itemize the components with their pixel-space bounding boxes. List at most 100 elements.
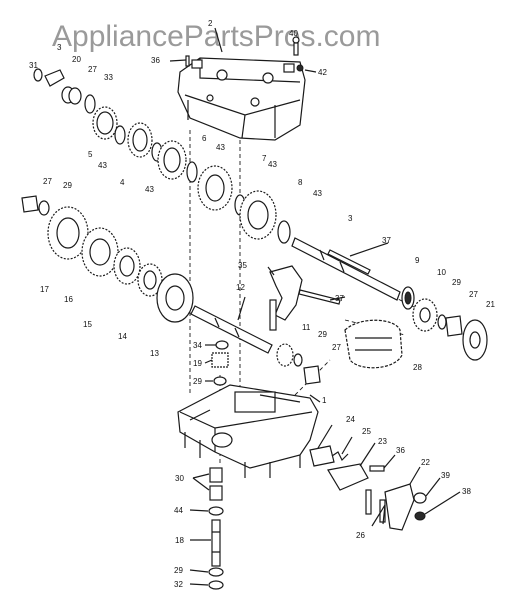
part-32-clip [208, 580, 224, 590]
part-35-shift-lever [269, 265, 303, 331]
part-9-bearing [401, 286, 415, 310]
callout-42: 42 [318, 68, 327, 77]
callout-43: 43 [268, 160, 277, 169]
part-43-washer-e [277, 220, 291, 244]
callout-4: 4 [120, 178, 125, 187]
upper-housing-cover [177, 57, 306, 141]
part-37-key-lower [298, 289, 341, 305]
callout-37: 37 [335, 294, 344, 303]
callout-16: 16 [64, 295, 73, 304]
callout-33: 33 [104, 73, 113, 82]
callout-43: 43 [313, 189, 322, 198]
part-7-gear [197, 165, 233, 211]
part-29-washer-mid [213, 376, 227, 386]
callout-29: 29 [174, 566, 183, 575]
callout-25: 25 [362, 427, 371, 436]
callout-18: 18 [175, 536, 184, 545]
callout-7: 7 [262, 154, 267, 163]
callout-27: 27 [469, 290, 478, 299]
part-12-shaft [190, 305, 273, 354]
part-34-collar [215, 340, 229, 350]
callout-26: 26 [356, 531, 365, 540]
part-37-key-upper [327, 249, 371, 275]
callout-11: 11 [302, 323, 311, 332]
part-1-lower-housing [177, 384, 319, 478]
callout-3: 3 [57, 43, 62, 52]
part-18-axle [211, 519, 221, 567]
callout-20: 20 [72, 55, 81, 64]
bolt-36-top [185, 55, 190, 67]
part-39-washer [413, 492, 427, 504]
callout-36: 36 [151, 56, 160, 65]
callout-39: 39 [441, 471, 450, 480]
callout-34: 34 [193, 341, 202, 350]
part-8-gear [239, 190, 277, 240]
part-24-detent [309, 445, 335, 467]
part-29-washer-right [437, 314, 447, 330]
callout-28: 28 [413, 363, 422, 372]
part-22-lever [384, 483, 415, 531]
callout-19: 19 [193, 359, 202, 368]
part-14-gear [137, 263, 163, 297]
callout-31: 31 [29, 61, 38, 70]
callout-23: 23 [378, 437, 387, 446]
callout-21: 21 [486, 300, 495, 309]
part-36-pin-lower [369, 465, 385, 472]
part-33-washer [84, 94, 96, 114]
callout-6: 6 [202, 134, 207, 143]
callout-35: 35 [238, 261, 247, 270]
part-31-washer [33, 68, 43, 82]
part-43-washer-a [114, 125, 126, 145]
part-6-gear [157, 140, 187, 180]
callout-17: 17 [40, 285, 49, 294]
part-44-washer [208, 506, 224, 516]
part-27-bushing-upper [61, 86, 82, 105]
callout-22: 22 [421, 458, 430, 467]
callout-43: 43 [98, 161, 107, 170]
callout-2: 2 [208, 19, 213, 28]
part-15-gear [113, 247, 141, 285]
callout-14: 14 [118, 332, 127, 341]
callout-27: 27 [332, 343, 341, 352]
part-27-bushing-right [445, 315, 463, 337]
callout-37: 37 [382, 236, 391, 245]
callout-8: 8 [298, 178, 303, 187]
part-27-bushing-center [303, 365, 321, 385]
part-25-spring [331, 451, 349, 462]
part-20-fork [44, 69, 65, 87]
part-23-bracket [327, 463, 369, 491]
callout-10: 10 [437, 268, 446, 277]
callout-32: 32 [174, 580, 183, 589]
callout-12: 12 [236, 283, 245, 292]
part-28-chain [344, 319, 403, 369]
callout-29: 29 [63, 181, 72, 190]
callout-3: 3 [348, 214, 353, 223]
part-21-hub [462, 319, 488, 361]
part-4-gear [127, 122, 153, 158]
bolt-40-42 [292, 36, 304, 72]
leader-lines [169, 27, 461, 586]
part-16-gear [81, 227, 119, 277]
callout-36: 36 [396, 446, 405, 455]
part-29-washer-left [38, 200, 50, 216]
callout-29: 29 [318, 330, 327, 339]
callout-43: 43 [145, 185, 154, 194]
part-callouts: 3 31 20 27 33 2 36 40 42 5 43 4 43 6 43 … [29, 19, 495, 589]
part-29-washer-center [293, 353, 303, 367]
part-26-pins [365, 489, 386, 523]
callout-29: 29 [452, 278, 461, 287]
callout-40: 40 [289, 29, 298, 38]
part-17-gear [47, 206, 89, 260]
watermark-text: AppliancePartsPros.com [52, 20, 380, 53]
part-30-bushings [209, 467, 223, 501]
callout-27: 27 [88, 65, 97, 74]
callout-38: 38 [462, 487, 471, 496]
part-3-shaft [291, 237, 401, 301]
callout-44: 44 [174, 506, 183, 515]
part-10-sprocket [412, 298, 438, 332]
callout-9: 9 [415, 256, 420, 265]
part-19-pinion [211, 352, 229, 368]
part-38-nut [414, 511, 426, 521]
